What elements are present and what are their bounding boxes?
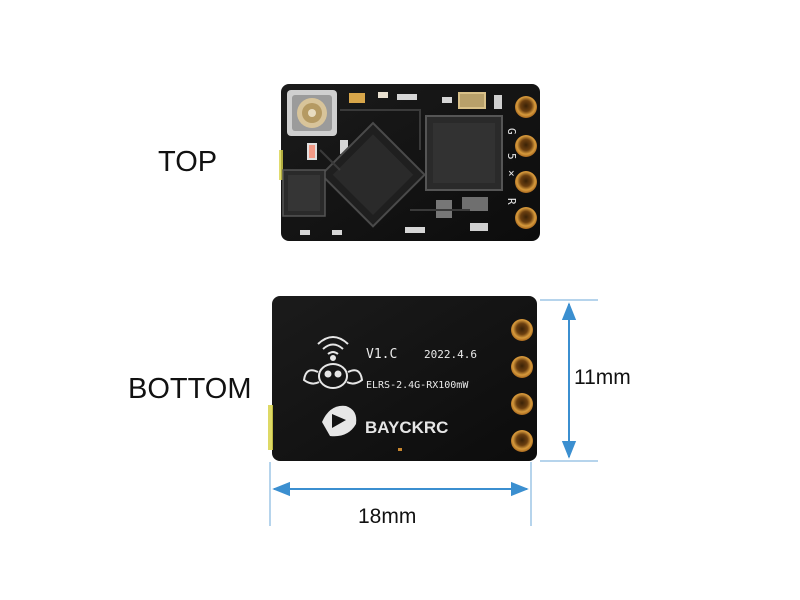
bottom-board: V1.C 2022.4.6 ELRS-2.4G-RX100mW BAYCKRC	[268, 296, 537, 461]
antenna-connector	[287, 90, 337, 136]
dimension-guides	[269, 299, 598, 526]
brand-mark-icon	[322, 405, 357, 437]
height-dimension-label: 11mm	[574, 366, 631, 389]
small-chip	[282, 169, 326, 217]
svg-text:R: R	[505, 198, 518, 205]
pad-silkscreen-labels: G 5 × R	[505, 128, 518, 205]
top-side-label: TOP	[158, 146, 218, 178]
main-chip	[319, 121, 427, 228]
bottom-side-label: BOTTOM	[128, 373, 252, 405]
date-text: 2022.4.6	[424, 348, 477, 361]
version-text: V1.C	[366, 347, 397, 362]
model-text: ELRS-2.4G-RX100mW	[366, 380, 469, 391]
svg-text:G: G	[505, 128, 518, 135]
brand-logo-icon	[302, 336, 364, 389]
top-solder-pads	[515, 96, 537, 229]
rf-chip	[425, 115, 503, 191]
svg-text:5: 5	[505, 153, 518, 160]
brand-text: BAYCKRC	[365, 418, 448, 437]
width-dimension-label: 18mm	[358, 505, 417, 528]
capacitor	[349, 93, 365, 103]
bottom-solder-pads	[511, 319, 533, 452]
top-board: G 5 × R	[279, 84, 540, 241]
svg-text:×: ×	[505, 170, 518, 177]
